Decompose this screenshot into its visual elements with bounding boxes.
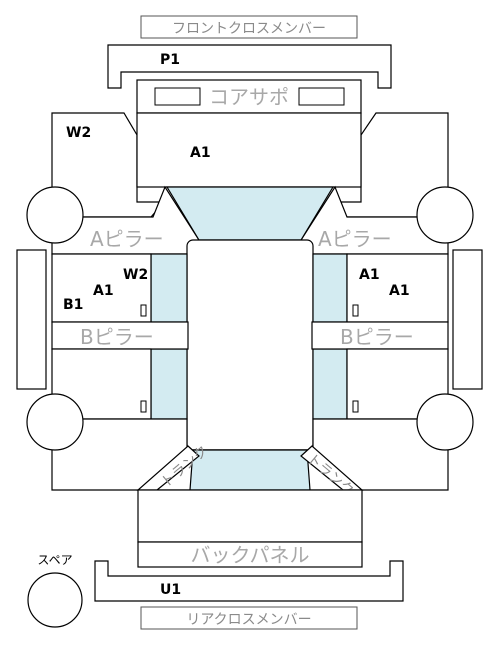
- spare-tire[interactable]: スペア: [27, 553, 83, 628]
- left-b-code: B1: [63, 297, 83, 313]
- left-front-door-handle: [140, 304, 147, 317]
- core-support-text: コアサポ: [209, 85, 289, 109]
- spare-text: スペア: [37, 553, 72, 567]
- right-b-pillar-text: Bピラー: [340, 325, 414, 349]
- front-cross-member-label: フロントクロスメンバー: [140, 15, 358, 39]
- right-front-door-handle: [352, 304, 359, 317]
- core-support-part[interactable]: コアサポ: [136, 79, 362, 114]
- right-front-door[interactable]: A1 A1: [346, 253, 449, 323]
- right-a-pillar-text: Aピラー: [318, 227, 392, 251]
- back-panel[interactable]: バックパネル: [137, 541, 363, 568]
- right-b-pillar[interactable]: Bピラー: [311, 321, 449, 350]
- left-front-door[interactable]: W2 A1 B1: [51, 253, 152, 323]
- back-panel-text: バックパネル: [191, 543, 310, 567]
- right-a-pillar[interactable]: Aピラー: [300, 185, 449, 255]
- left-front-door-a-code: A1: [93, 283, 114, 299]
- left-rear-window: [150, 348, 188, 420]
- right-rear-window: [312, 348, 348, 420]
- right-rear-door-handle: [352, 400, 359, 413]
- rear-cross-member-text: リアクロスメンバー: [186, 612, 311, 628]
- left-side-step[interactable]: [16, 249, 47, 390]
- right-front-door-a1-code: A1: [359, 267, 380, 283]
- left-front-window: [150, 253, 188, 323]
- left-fender-code: W2: [66, 125, 91, 141]
- hood-code: A1: [190, 145, 211, 161]
- right-side-step[interactable]: [452, 249, 483, 390]
- left-b-pillar[interactable]: Bピラー: [51, 321, 189, 350]
- left-b-pillar-text: Bピラー: [80, 325, 154, 349]
- left-rear-wheel[interactable]: [26, 393, 84, 451]
- rear-member-code: U1: [160, 582, 181, 598]
- right-front-door-a2-code: A1: [389, 283, 410, 299]
- roof[interactable]: [186, 239, 314, 451]
- left-headlight: [154, 87, 201, 106]
- trunk-lid[interactable]: [137, 489, 363, 543]
- hood[interactable]: A1: [136, 112, 362, 188]
- front-cross-member-part[interactable]: P1: [107, 44, 392, 89]
- right-rear-wheel[interactable]: [416, 393, 474, 451]
- right-front-wheel[interactable]: [416, 186, 474, 244]
- left-a-pillar-text: Aピラー: [90, 227, 164, 251]
- rear-cross-member-label: リアクロスメンバー: [140, 606, 358, 630]
- front-cross-member-text: フロントクロスメンバー: [172, 21, 326, 37]
- left-front-wheel[interactable]: [26, 186, 84, 244]
- right-headlight: [298, 87, 345, 106]
- right-front-window: [312, 253, 348, 323]
- rear-cross-member-part[interactable]: U1: [94, 560, 404, 602]
- left-rear-door-handle: [140, 400, 147, 413]
- front-member-code: P1: [160, 52, 180, 68]
- left-front-door-w-code: W2: [123, 267, 148, 283]
